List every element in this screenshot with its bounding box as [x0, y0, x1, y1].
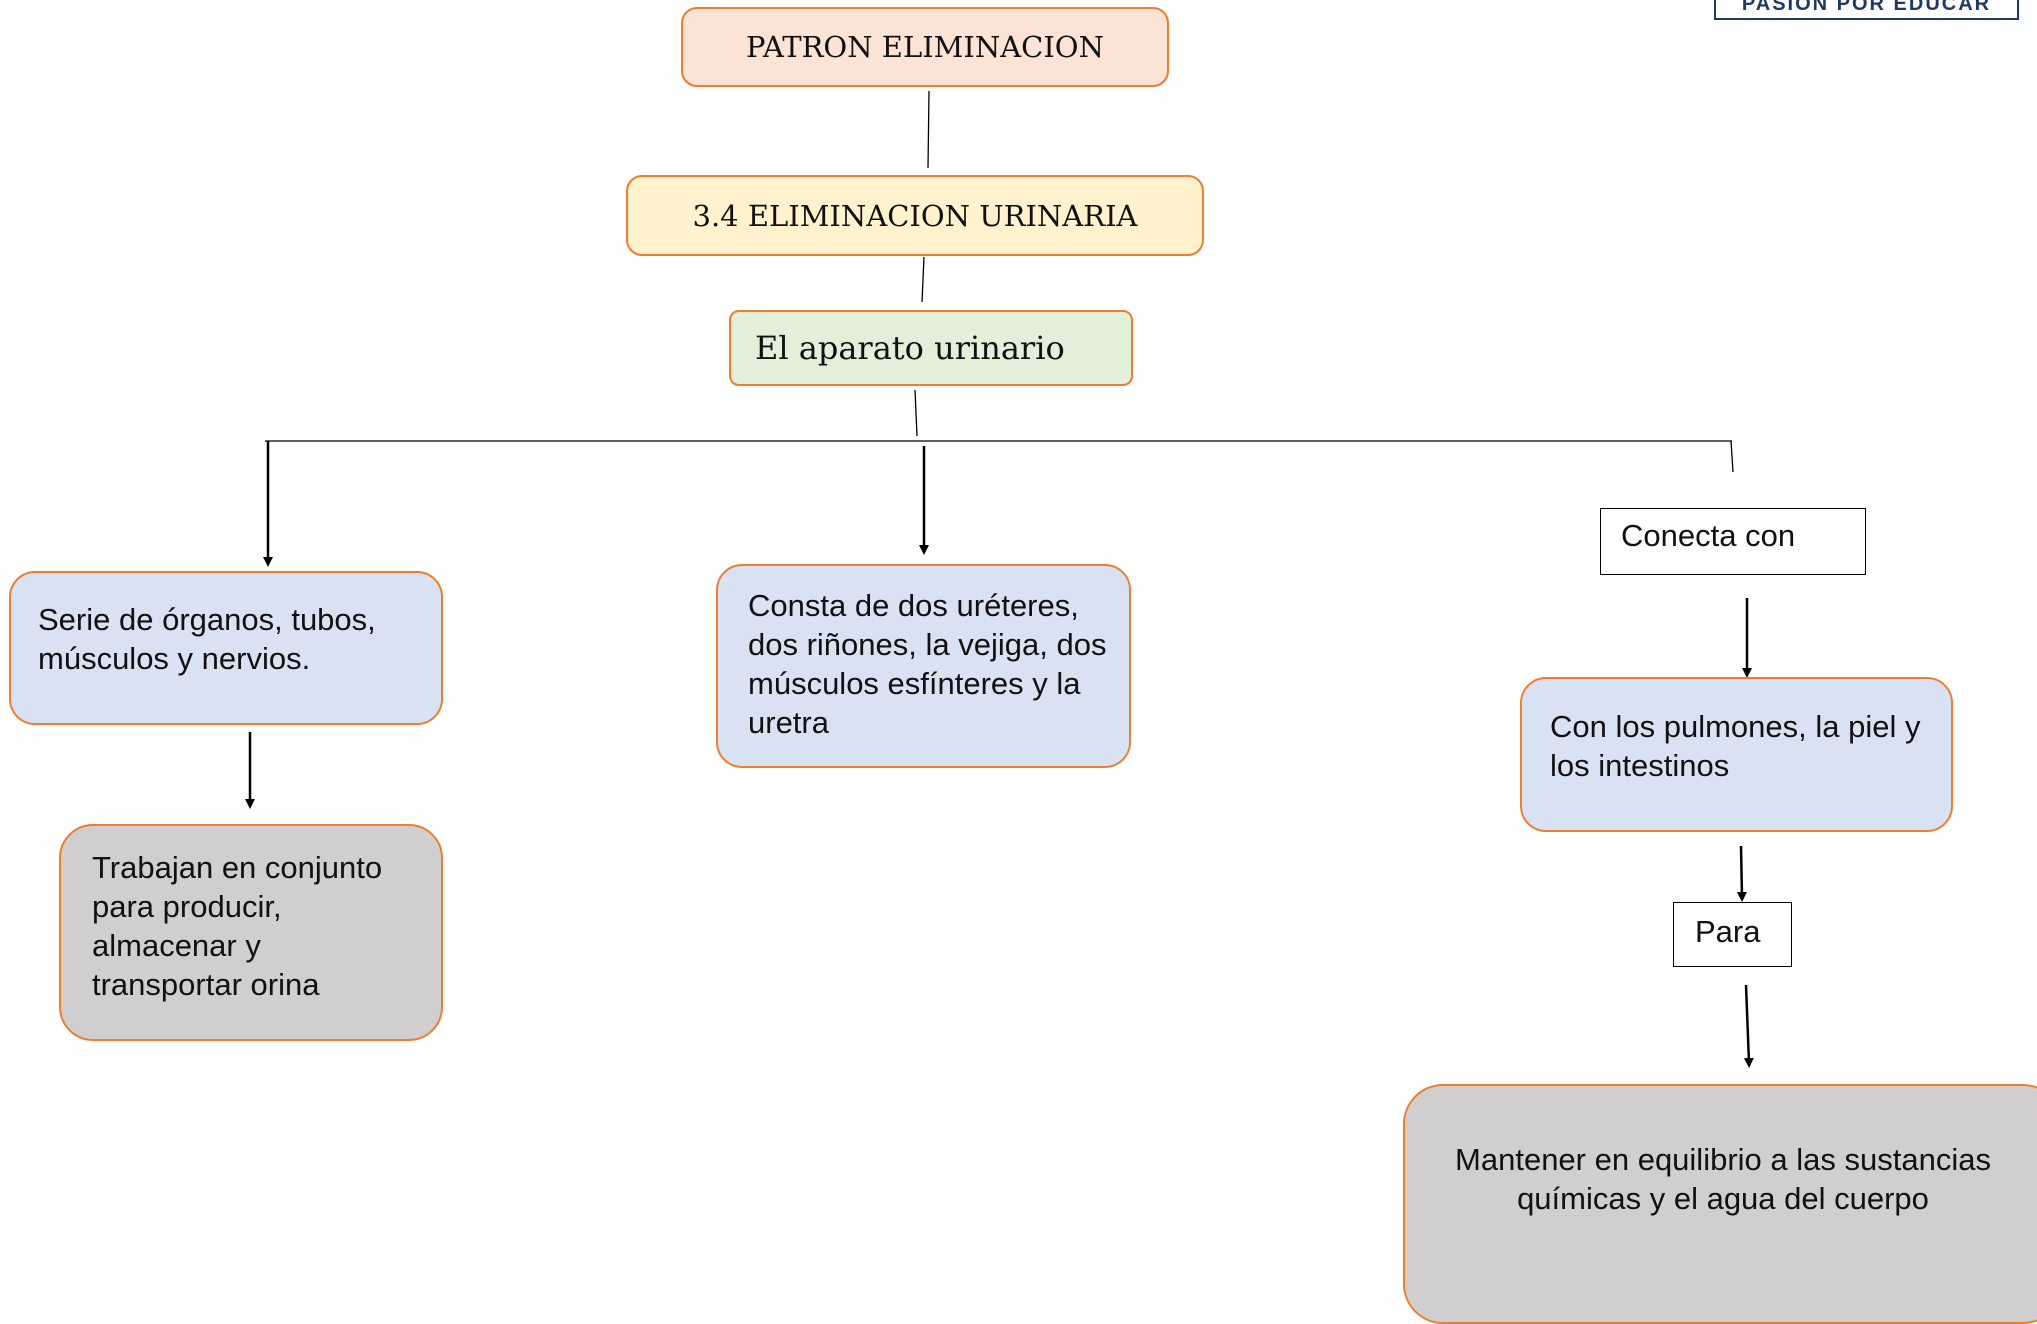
- brand-logo: PASION POR EDUCAR: [1714, 0, 2019, 20]
- node-serie-organos: Serie de órganos, tubos, músculos y nerv…: [9, 571, 443, 725]
- node-consta-label: Consta de dos uréteres, dos riñones, la …: [748, 588, 1107, 740]
- label-para: Para: [1673, 902, 1792, 967]
- node-pulmones-label: Con los pulmones, la piel y los intestin…: [1550, 709, 1921, 783]
- node-aparato-urinario: El aparato urinario: [729, 310, 1133, 386]
- node-pulmones: Con los pulmones, la piel y los intestin…: [1520, 677, 1953, 832]
- node-trabajan-label: Trabajan en conjunto para producir, alma…: [92, 850, 383, 1002]
- label-para-text: Para: [1695, 914, 1761, 949]
- line-aparato-to-branch: [914, 389, 918, 437]
- line-patron-to-urinaria: [927, 90, 930, 169]
- node-patron-label: PATRON ELIMINACION: [746, 30, 1104, 64]
- node-mantener-label: Mantener en equilibrio a las sustancias …: [1455, 1142, 1991, 1216]
- line-branch-right-tick: [1730, 440, 1734, 473]
- label-conecta-text: Conecta con: [1621, 518, 1796, 553]
- logo-text: PASION POR EDUCAR: [1741, 0, 1992, 15]
- node-aparato-label: El aparato urinario: [755, 329, 1065, 367]
- node-consta: Consta de dos uréteres, dos riñones, la …: [716, 564, 1131, 768]
- node-serie-label: Serie de órganos, tubos, músculos y nerv…: [38, 602, 376, 676]
- node-trabajan-conjunto: Trabajan en conjunto para producir, alma…: [59, 824, 443, 1041]
- arrow-to-para: [1736, 845, 1747, 902]
- node-eliminacion-urinaria: 3.4 ELIMINACION URINARIA: [626, 175, 1204, 256]
- arrow-to-mantener: [1743, 984, 1754, 1068]
- line-urinaria-to-aparato: [921, 256, 925, 303]
- label-conecta-con: Conecta con: [1600, 508, 1866, 575]
- node-patron-eliminacion: PATRON ELIMINACION: [681, 7, 1169, 87]
- node-mantener-equilibrio: Mantener en equilibrio a las sustancias …: [1403, 1084, 2037, 1324]
- node-eliminacion-urinaria-label: 3.4 ELIMINACION URINARIA: [692, 198, 1138, 233]
